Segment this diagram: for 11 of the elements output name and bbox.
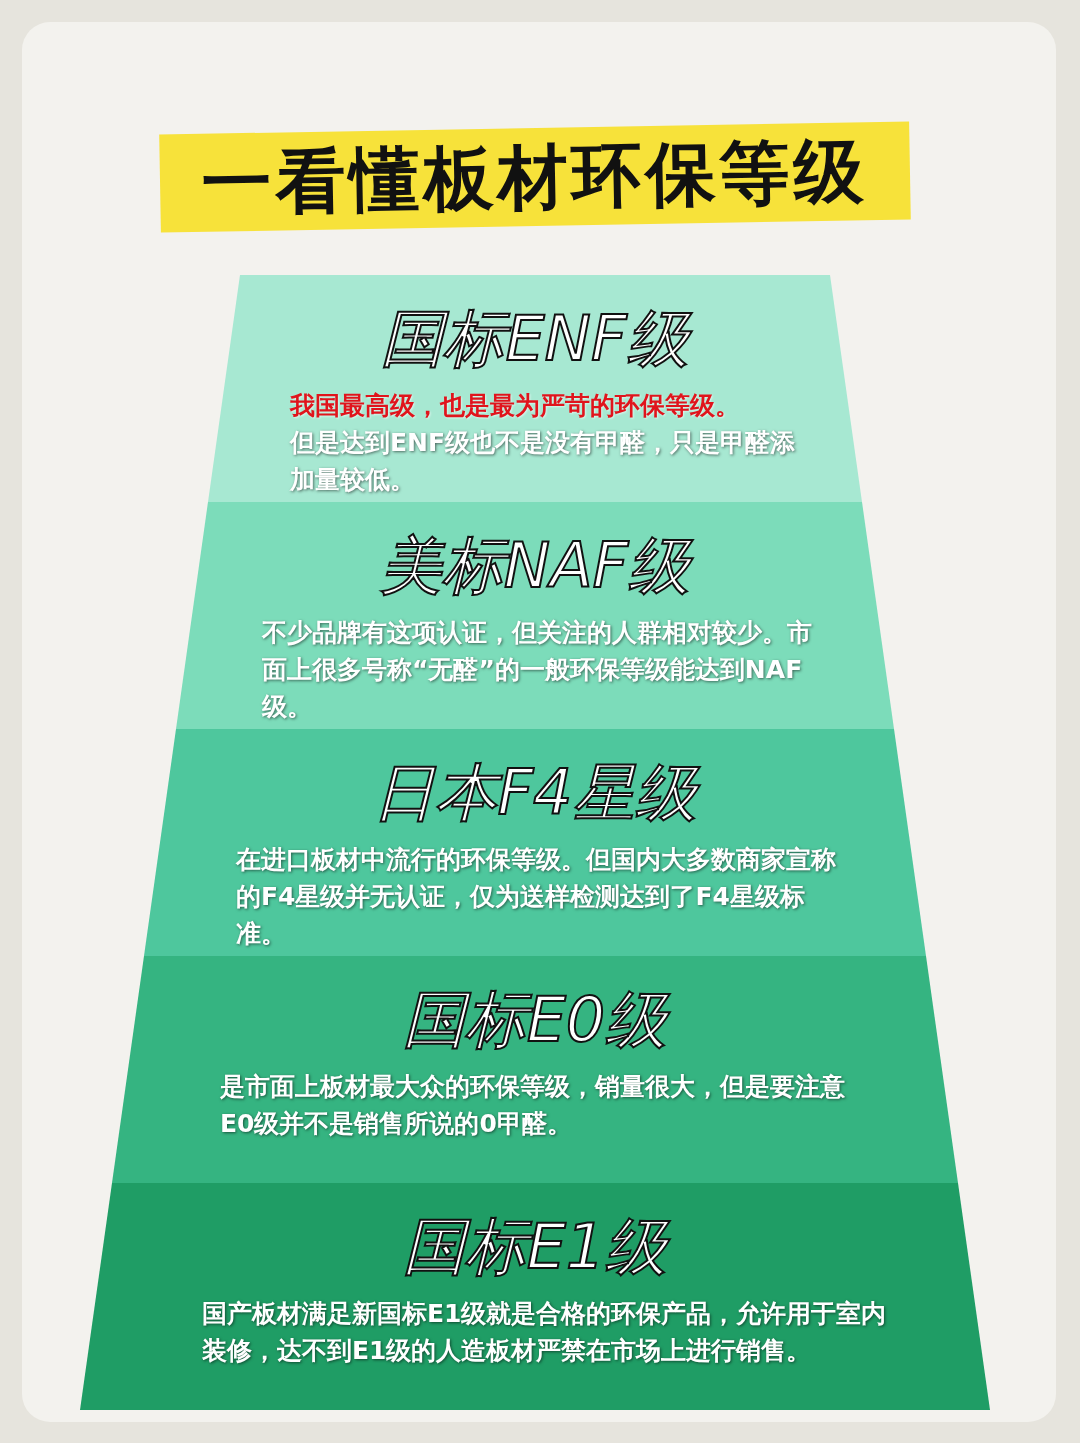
description-text: 是市面上板材最大众的环保等级，销量很大，但是要注意E0级并不是销售所说的0甲醛。 — [220, 1071, 846, 1140]
band-heading: 国标E1级 — [401, 1209, 671, 1285]
description-text: 不少品牌有这项认证，但关注的人群相对较少。市面上很多号称“无醛”的一般环保等级能达到NAF级。 — [262, 617, 813, 723]
band-heading: 国标E0级 — [401, 982, 671, 1058]
band-heading: 美标NAF级 — [378, 528, 694, 604]
description-text: 在进口板材中流行的环保等级。但国内大多数商家宣称的F4星级并无认证，仅为送样检测达到了F4星级标准。 — [236, 844, 837, 950]
highlight-text: 我国最高级，也是最为严苛的环保等级。 — [290, 390, 741, 422]
band-heading: 日本F4星级 — [144, 751, 926, 835]
description-text: 国产板材满足新国标E1级就是合格的环保产品，允许用于室内装修，达不到E1级的人造板材严禁在市场上进行销售。 — [202, 1298, 888, 1367]
description-text: 但是达到ENF级也不是没有甲醛，只是甲醛添加量较低。 — [290, 427, 797, 496]
band-heading: 国标ENF级 — [208, 297, 862, 381]
